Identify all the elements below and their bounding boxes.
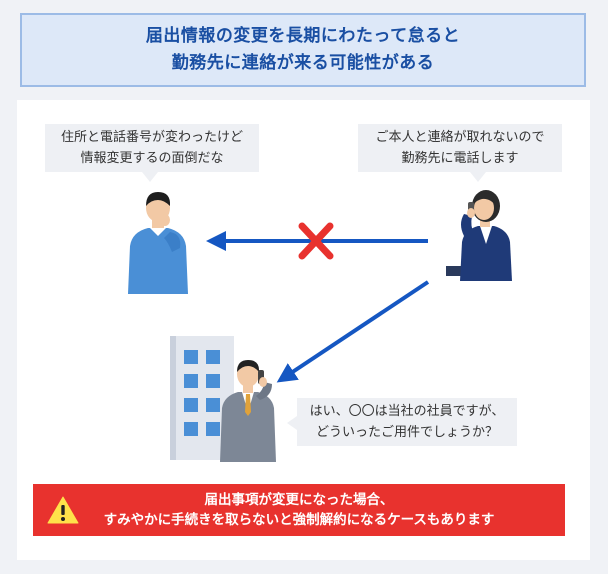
warning-triangle-icon bbox=[47, 496, 79, 524]
bubble-office-tail bbox=[287, 416, 297, 430]
title-box: 届出情報の変更を長期にわたって怠ると 勤務先に連絡が来る可能性がある bbox=[20, 13, 586, 87]
warning-text: 届出事項が変更になった場合、 すみやかに手続きを取らないと強制解約になるケースも… bbox=[33, 490, 565, 530]
bubble-customer-line-1: 住所と電話番号が変わったけど bbox=[60, 130, 243, 145]
title-line-2: 勤務先に連絡が来る可能性がある bbox=[171, 53, 435, 73]
building-window bbox=[184, 398, 198, 412]
warning-banner: 届出事項が変更になった場合、 すみやかに手続きを取らないと強制解約になるケースも… bbox=[33, 484, 565, 536]
bubble-caller-line-1: ご本人と連絡が取れないので bbox=[375, 130, 545, 145]
cross-icon bbox=[298, 222, 334, 260]
building-window bbox=[184, 374, 198, 388]
bubble-office-line-1: はい、〇〇は当社の社員ですが、 bbox=[309, 404, 505, 419]
warning-line-1: 届出事項が変更になった場合、 bbox=[204, 492, 394, 508]
customer-man-illustration bbox=[128, 192, 188, 294]
workplace-arrow bbox=[276, 280, 430, 383]
building-window bbox=[184, 422, 198, 436]
bubble-office-line-2: どういったご用件でしょうか？ bbox=[315, 425, 498, 440]
building-window bbox=[206, 374, 220, 388]
caller-woman-illustration bbox=[446, 190, 512, 281]
speech-bubble-office-worker: はい、〇〇は当社の社員ですが、 どういったご用件でしょうか？ bbox=[297, 398, 517, 446]
building-window bbox=[206, 422, 220, 436]
title-line-1: 届出情報の変更を長期にわたって怠ると bbox=[145, 26, 461, 46]
speech-bubble-caller: ご本人と連絡が取れないので 勤務先に電話します bbox=[358, 124, 562, 172]
building-window bbox=[206, 350, 220, 364]
bubble-caller-tail bbox=[470, 172, 486, 182]
bubble-customer-tail bbox=[142, 172, 158, 182]
building-window bbox=[184, 350, 198, 364]
bubble-customer-line-2: 情報変更するの面倒だな bbox=[80, 151, 224, 166]
bubble-caller-line-2: 勤務先に電話します bbox=[401, 151, 519, 166]
speech-bubble-customer: 住所と電話番号が変わったけど 情報変更するの面倒だな bbox=[45, 124, 259, 172]
office-worker-illustration bbox=[220, 360, 276, 462]
warning-line-2: すみやかに手続きを取らないと強制解約になるケースもあります bbox=[103, 512, 495, 528]
building-windows bbox=[184, 350, 220, 436]
building-window bbox=[206, 398, 220, 412]
illustration-panel bbox=[17, 100, 590, 560]
